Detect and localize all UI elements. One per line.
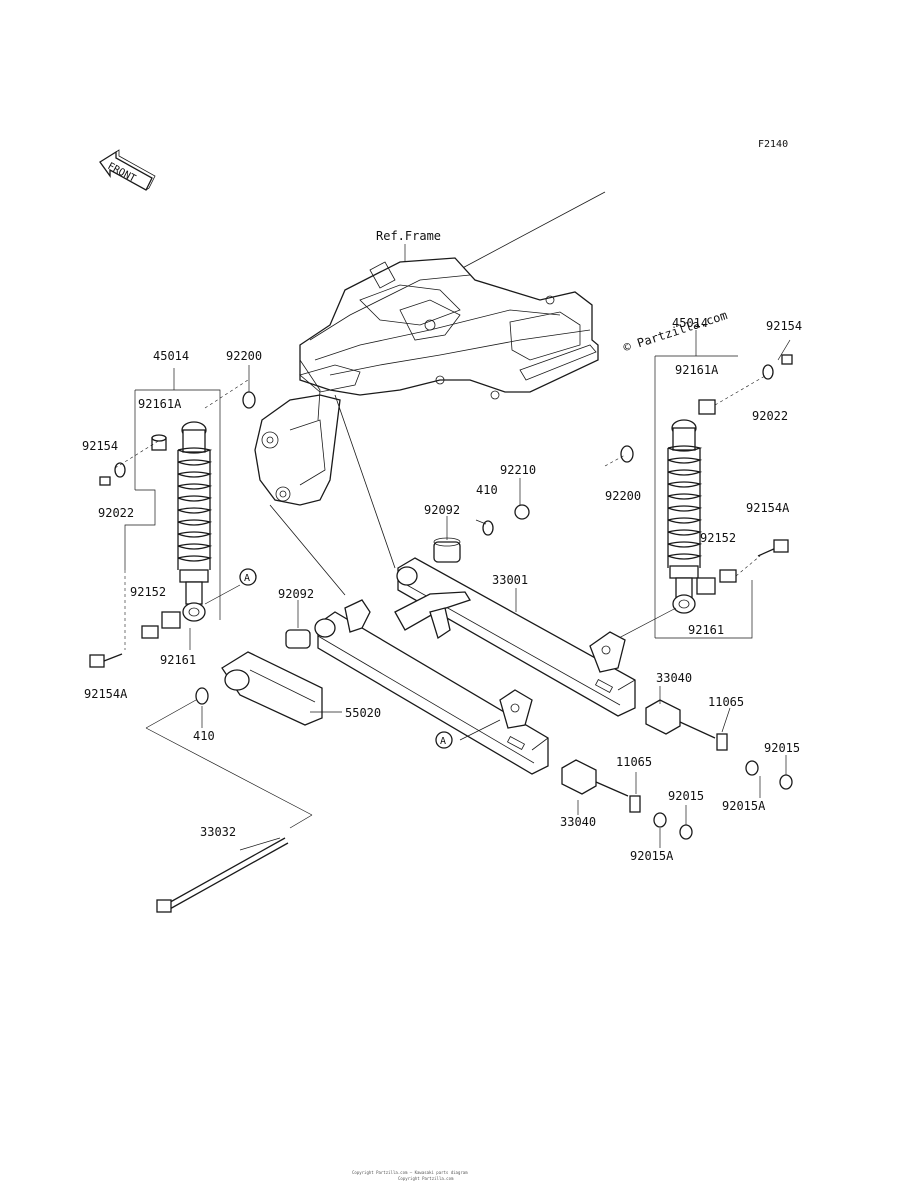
label-92161-right: 92161 [688, 623, 724, 637]
label-92154A-left: 92154A [84, 687, 128, 701]
washer-410-bottom [195, 687, 209, 705]
right-shock-absorber [667, 419, 703, 614]
label-92015-right: 92015 [764, 741, 800, 755]
marker-a-bottom: A [435, 731, 453, 749]
nut-92015-left [679, 824, 693, 840]
label-33001: 33001 [492, 573, 528, 587]
marker-a-top: A [239, 568, 257, 586]
diagram-code: F2140 [758, 139, 788, 150]
label-92210: 92210 [500, 463, 536, 477]
label-92161A-right: 92161A [675, 363, 719, 377]
footer-line-1: Copyright Partzilla.com — Kawasaki parts… [352, 1170, 468, 1175]
washer-410-top [482, 520, 494, 536]
nut-92015A-right [745, 760, 759, 776]
chain-adjuster-left [561, 759, 629, 797]
nut-92015A-left [653, 812, 667, 828]
label-92015A-left: 92015A [630, 849, 674, 863]
label-11065-left: 11065 [616, 755, 652, 769]
label-92154-right: 92154 [766, 319, 802, 333]
washer-92200-right [620, 445, 634, 463]
label-45014-right: 45014 [672, 316, 708, 330]
label-92154A-right: 92154A [746, 501, 790, 515]
label-92022-left: 92022 [98, 506, 134, 520]
right-bolt-top [781, 354, 793, 365]
label-410-top: 410 [476, 483, 498, 497]
pivot-shaft [156, 837, 289, 913]
front-arrow-icon: FRONT [99, 149, 156, 191]
nut-92210 [514, 504, 530, 520]
svg-text:A: A [440, 736, 446, 747]
pivot-bushing-92092-mid [285, 629, 311, 649]
plate-11065-right [716, 733, 728, 751]
left-washer [114, 462, 126, 478]
label-92161-left: 92161 [160, 653, 196, 667]
label-92022-right: 92022 [752, 409, 788, 423]
label-33040-left: 33040 [560, 815, 596, 829]
left-collar [141, 625, 159, 639]
frame-assembly [254, 257, 599, 506]
label-45014-left: 45014 [153, 349, 189, 363]
right-bolt-bottom [757, 539, 789, 557]
swingarm [314, 557, 636, 775]
label-92152-right: 92152 [700, 531, 736, 545]
footer-line-2: Copyright Partzilla.com [398, 1176, 454, 1181]
right-bushing-bottom [696, 577, 716, 595]
pivot-bushing-92092-top [433, 537, 461, 563]
right-bushing-top [698, 399, 716, 415]
right-washer [762, 364, 774, 380]
left-bolt-top [99, 476, 111, 486]
svg-text:A: A [244, 573, 250, 584]
label-55020: 55020 [345, 706, 381, 720]
ref-frame-label: Ref.Frame [376, 229, 441, 243]
label-92092-mid: 92092 [278, 587, 314, 601]
right-collar [719, 569, 737, 583]
label-33032: 33032 [200, 825, 236, 839]
label-92152-left: 92152 [130, 585, 166, 599]
plate-11065-left [629, 795, 641, 813]
nut-92015-right [779, 774, 793, 790]
label-92161A-left: 92161A [138, 397, 182, 411]
chain-adjuster-right [645, 699, 716, 739]
label-92015-left: 92015 [668, 789, 704, 803]
svg-text:FRONT: FRONT [106, 161, 138, 185]
label-33040-right: 33040 [656, 671, 692, 685]
label-92200-right: 92200 [605, 489, 641, 503]
left-shock-absorber [177, 421, 213, 622]
left-bushing-top [151, 434, 167, 451]
label-92092-top: 92092 [424, 503, 460, 517]
left-bushing-bottom [161, 611, 181, 629]
label-410-bottom: 410 [193, 729, 215, 743]
chain-guard [221, 651, 342, 726]
left-bolt-bottom [89, 653, 123, 668]
label-92200-left: 92200 [226, 349, 262, 363]
washer-92200-left [242, 391, 256, 409]
label-92154-left: 92154 [82, 439, 118, 453]
label-92015A-right: 92015A [722, 799, 766, 813]
label-11065-right: 11065 [708, 695, 744, 709]
